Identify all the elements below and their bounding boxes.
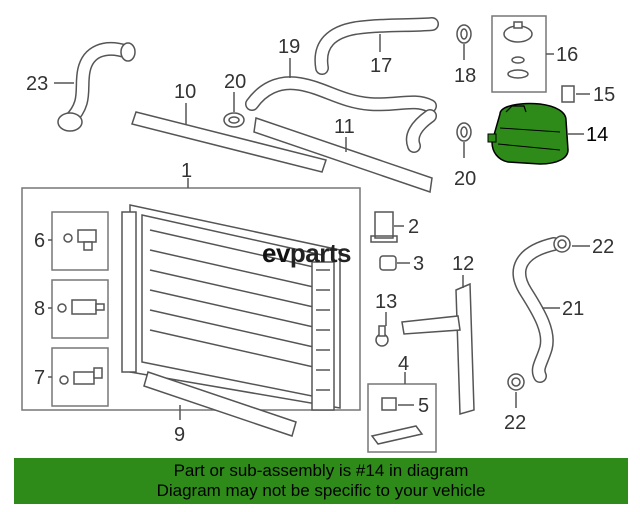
callout-2: 2 [408,216,419,238]
callout-8: 8 [34,298,45,320]
banner-line-2: Diagram may not be specific to your vehi… [156,481,486,500]
clamp-18 [456,24,472,44]
callout-20-left: 20 [224,71,246,93]
cap-seal [511,56,525,64]
callout-20-right: 20 [454,168,476,190]
callout-23: 23 [26,73,48,95]
callout-13: 13 [375,291,397,313]
side-baffle [253,116,433,194]
parts-diagram: 1 6 8 7 9 10 11 2 3 13 4 5 [21,15,615,453]
cap-washer [507,69,529,79]
callout-6: 6 [34,230,45,252]
callout-15: 15 [593,84,615,106]
callout-18: 18 [454,65,476,87]
hose-17 [314,17,439,75]
bracket-2 [370,211,398,243]
clamp-22-upper [553,235,571,253]
evparts-watermark-logo: evparts [262,238,352,268]
callout-7: 7 [34,367,45,389]
callout-4: 4 [398,353,409,375]
coolant-reservoir-14 [487,102,569,165]
callout-11: 11 [334,116,355,138]
callout-3: 3 [413,253,424,275]
callout-22-lower: 22 [504,412,526,434]
callout-12: 12 [452,253,474,275]
callout-1: 1 [181,160,192,182]
insulator-3 [379,255,397,271]
info-banner: Part or sub-assembly is #14 in diagram D… [14,458,628,504]
clamp-20-left [223,112,245,128]
callout-5: 5 [418,395,429,417]
callout-16: 16 [556,44,578,66]
callout-9: 9 [174,424,185,446]
clamp-20-right [456,122,472,142]
reservoir-cap [503,21,533,43]
hose-23 [57,41,136,132]
callout-22-upper: 22 [592,236,614,258]
banner-line-1: Part or sub-assembly is #14 in diagram [173,461,469,480]
callout-14: 14 [586,124,608,146]
callout-21: 21 [562,298,584,320]
air-deflector-12 [401,282,475,415]
callout-17: 17 [370,55,392,77]
callout-19: 19 [278,36,300,58]
clip-15 [561,85,575,103]
watermark-suffix: parts [289,238,352,268]
upper-baffle [131,111,327,173]
watermark-prefix: ev [262,238,290,268]
hose-19 [245,76,437,153]
bolt-13 [375,325,389,347]
lower-baffle [143,371,297,437]
lower-hose-21 [512,237,561,383]
radiator-core [121,204,341,411]
callout-10: 10 [174,81,196,103]
clamp-22-lower [507,373,525,391]
